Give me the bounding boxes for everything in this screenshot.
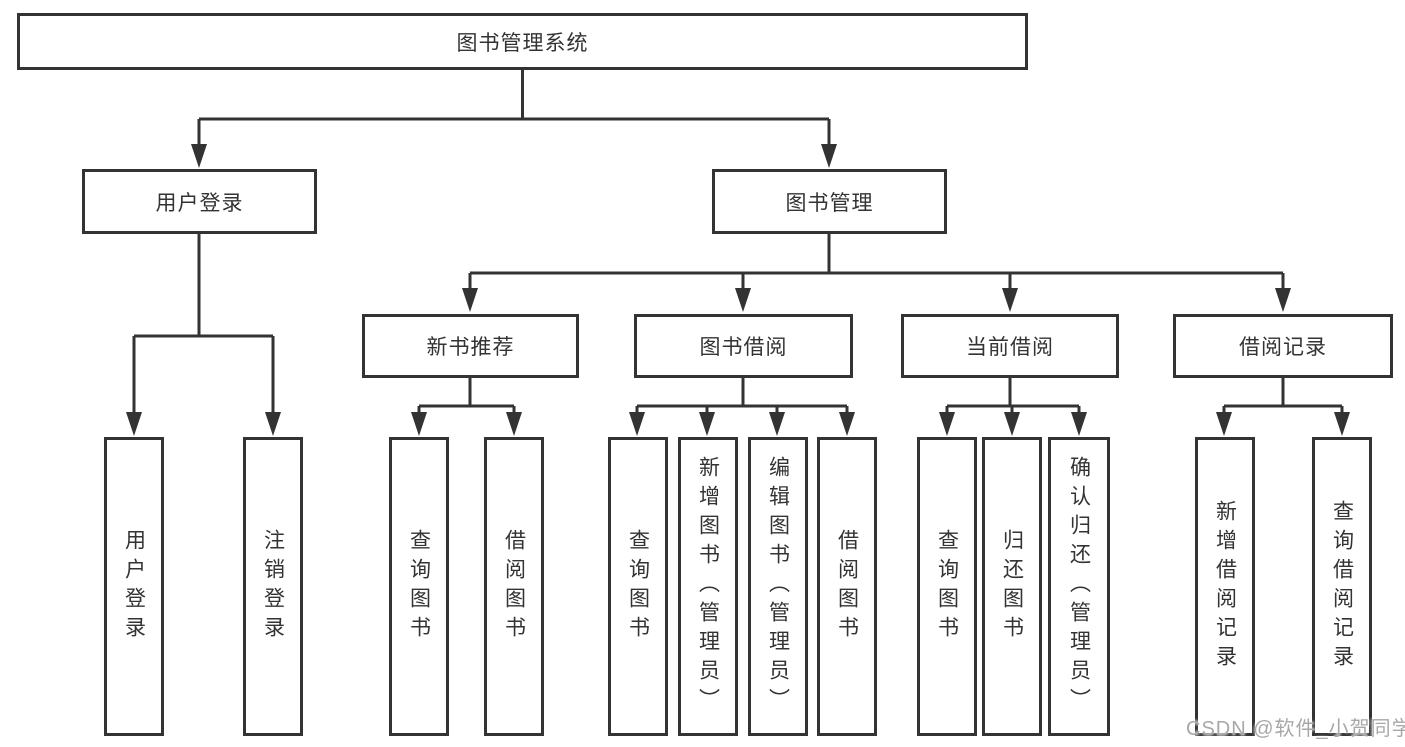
node-book-borrow: 图书借阅 (634, 314, 853, 378)
leaf-borrow-borrow-books-label: 借阅图书 (835, 528, 859, 645)
leaf-borrow-query-books: 查询图书 (608, 437, 668, 736)
leaf-records-add: 新增借阅记录 (1195, 437, 1255, 736)
leaf-records-add-label: 新增借阅记录 (1213, 499, 1237, 674)
leaf-current-query-books-label: 查询图书 (935, 528, 959, 645)
leaf-records-query-label: 查询借阅记录 (1330, 499, 1354, 674)
leaf-newbook-borrow-books-label: 借阅图书 (502, 528, 526, 645)
node-root-label: 图书管理系统 (456, 31, 589, 55)
leaf-user-login: 用户登录 (104, 437, 164, 736)
leaf-logout: 注销登录 (243, 437, 303, 736)
node-user-login-label: 用户登录 (155, 191, 244, 215)
node-root: 图书管理系统 (17, 13, 1028, 70)
node-current-borrow-label: 当前借阅 (966, 336, 1054, 359)
leaf-current-return-books: 归还图书 (982, 437, 1042, 736)
leaf-user-login-label: 用户登录 (122, 528, 146, 645)
leaf-current-confirm-return-admin: 确认归还（管理员） (1048, 437, 1110, 736)
node-borrow-records-label: 借阅记录 (1239, 336, 1327, 359)
leaf-borrow-add-books-admin: 新增图书（管理员） (678, 437, 738, 736)
leaf-borrow-query-books-label: 查询图书 (626, 528, 650, 645)
leaf-current-query-books: 查询图书 (917, 437, 977, 736)
node-new-book-recommend-label: 新书推荐 (426, 336, 515, 359)
leaf-current-return-books-label: 归还图书 (1000, 528, 1024, 645)
leaf-borrow-add-books-admin-label: 新增图书（管理员） (696, 456, 720, 717)
node-new-book-recommend: 新书推荐 (362, 314, 579, 378)
node-book-borrow-label: 图书借阅 (699, 336, 788, 359)
leaf-newbook-borrow-books: 借阅图书 (484, 437, 544, 736)
node-book-management: 图书管理 (712, 169, 947, 234)
leaf-borrow-borrow-books: 借阅图书 (817, 437, 877, 736)
leaf-current-confirm-return-admin-label: 确认归还（管理员） (1067, 456, 1091, 717)
leaf-borrow-edit-books-admin-label: 编辑图书（管理员） (766, 456, 790, 717)
leaf-logout-label: 注销登录 (261, 528, 285, 645)
leaf-records-query: 查询借阅记录 (1312, 437, 1372, 736)
arrowheads (126, 144, 1350, 436)
node-current-borrow: 当前借阅 (901, 314, 1119, 378)
node-user-login: 用户登录 (82, 169, 317, 234)
leaf-borrow-edit-books-admin: 编辑图书（管理员） (748, 437, 808, 736)
node-book-management-label: 图书管理 (785, 191, 874, 215)
watermark-text: CSDN @软件_小贺同学 (1186, 718, 1405, 740)
leaf-newbook-query-books-label: 查询图书 (407, 528, 431, 645)
leaf-newbook-query-books: 查询图书 (389, 437, 449, 736)
node-borrow-records: 借阅记录 (1173, 314, 1393, 378)
